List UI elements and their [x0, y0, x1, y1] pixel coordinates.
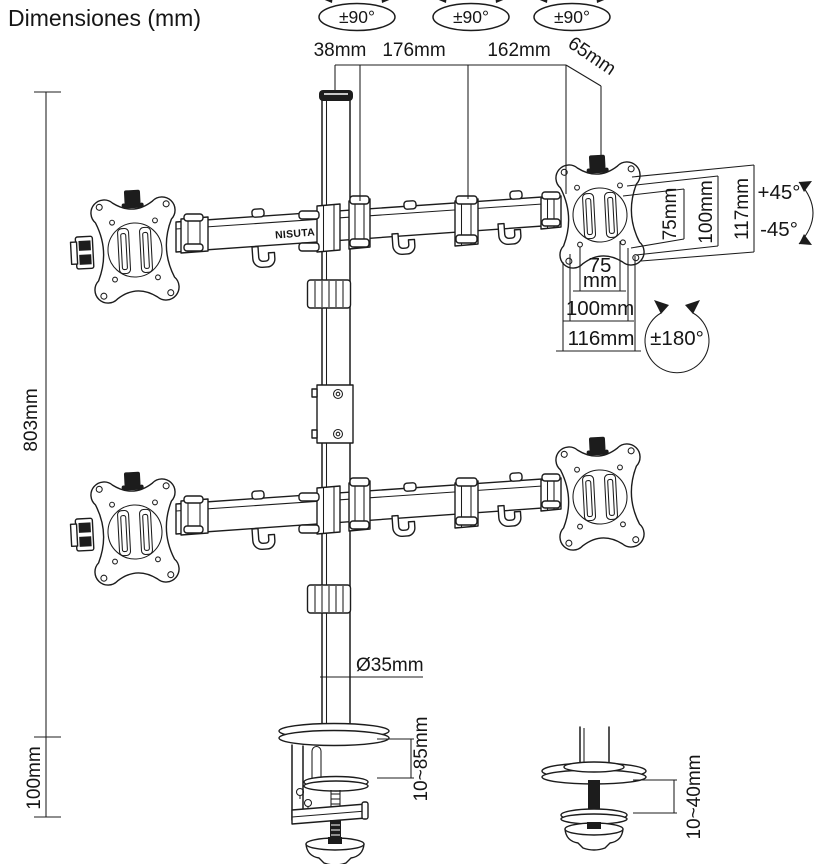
pole: [306, 90, 354, 725]
dim-38: 38mm: [314, 40, 367, 61]
dim-75-depth: 75mm: [660, 188, 681, 241]
diagram-title: Dimensiones (mm): [8, 5, 201, 31]
dim-162: 162mm: [487, 40, 550, 61]
dimension-lines-top: [334, 64, 602, 201]
depth-brackets: [622, 164, 755, 262]
dim-clamp-range: 10~85mm: [411, 716, 432, 801]
dim-176: 176mm: [382, 40, 445, 61]
clamp-range-bracket: [377, 738, 414, 779]
dim-117-depth: 117mm: [732, 178, 753, 240]
lower-arm-assembly: [68, 435, 645, 587]
tilt-down-label: -45°: [760, 218, 798, 241]
vesa-brackets: [556, 241, 641, 352]
grommet-wing-nut: [564, 821, 624, 851]
dim-100-vesa: 100mm: [566, 297, 634, 320]
clamp-wing-knob: [305, 836, 365, 864]
rot-label-3: ±90°: [554, 7, 590, 27]
dim-grommet-range: 10~40mm: [684, 754, 705, 839]
pole-top-cap: [319, 90, 353, 101]
rot-label-1: ±90°: [339, 7, 375, 27]
desk-clamp: [278, 722, 390, 864]
dim-803: 803mm: [21, 388, 42, 451]
swivel-label: ±180°: [650, 327, 704, 350]
dim-65: 65mm: [564, 33, 620, 80]
lower-height-collar: [306, 584, 352, 614]
tilt-arrow: [798, 181, 814, 245]
vesa-75-value: 75: [589, 254, 612, 277]
dimension-lines-left: [34, 91, 61, 818]
dim-116-vesa: 116mm: [568, 327, 635, 350]
brand-logo: NISUTA: [275, 226, 316, 241]
swivel-arrow: [644, 300, 710, 374]
vesa-75-unit: mm: [583, 269, 617, 292]
pole-coupler: [311, 384, 354, 444]
upper-height-collar: [306, 279, 352, 309]
upper-arm-assembly: [68, 153, 645, 305]
grommet-range-bracket: [633, 779, 677, 814]
tilt-up-label: +45°: [758, 181, 801, 204]
clamp-keyholes: [295, 787, 313, 810]
grommet-mount: [541, 726, 647, 851]
dim-pole-diameter: Ø35mm: [356, 655, 424, 676]
dim-100-depth: 100mm: [696, 180, 717, 243]
dim-100-base: 100mm: [24, 746, 45, 809]
rot-label-2: ±90°: [453, 7, 489, 27]
